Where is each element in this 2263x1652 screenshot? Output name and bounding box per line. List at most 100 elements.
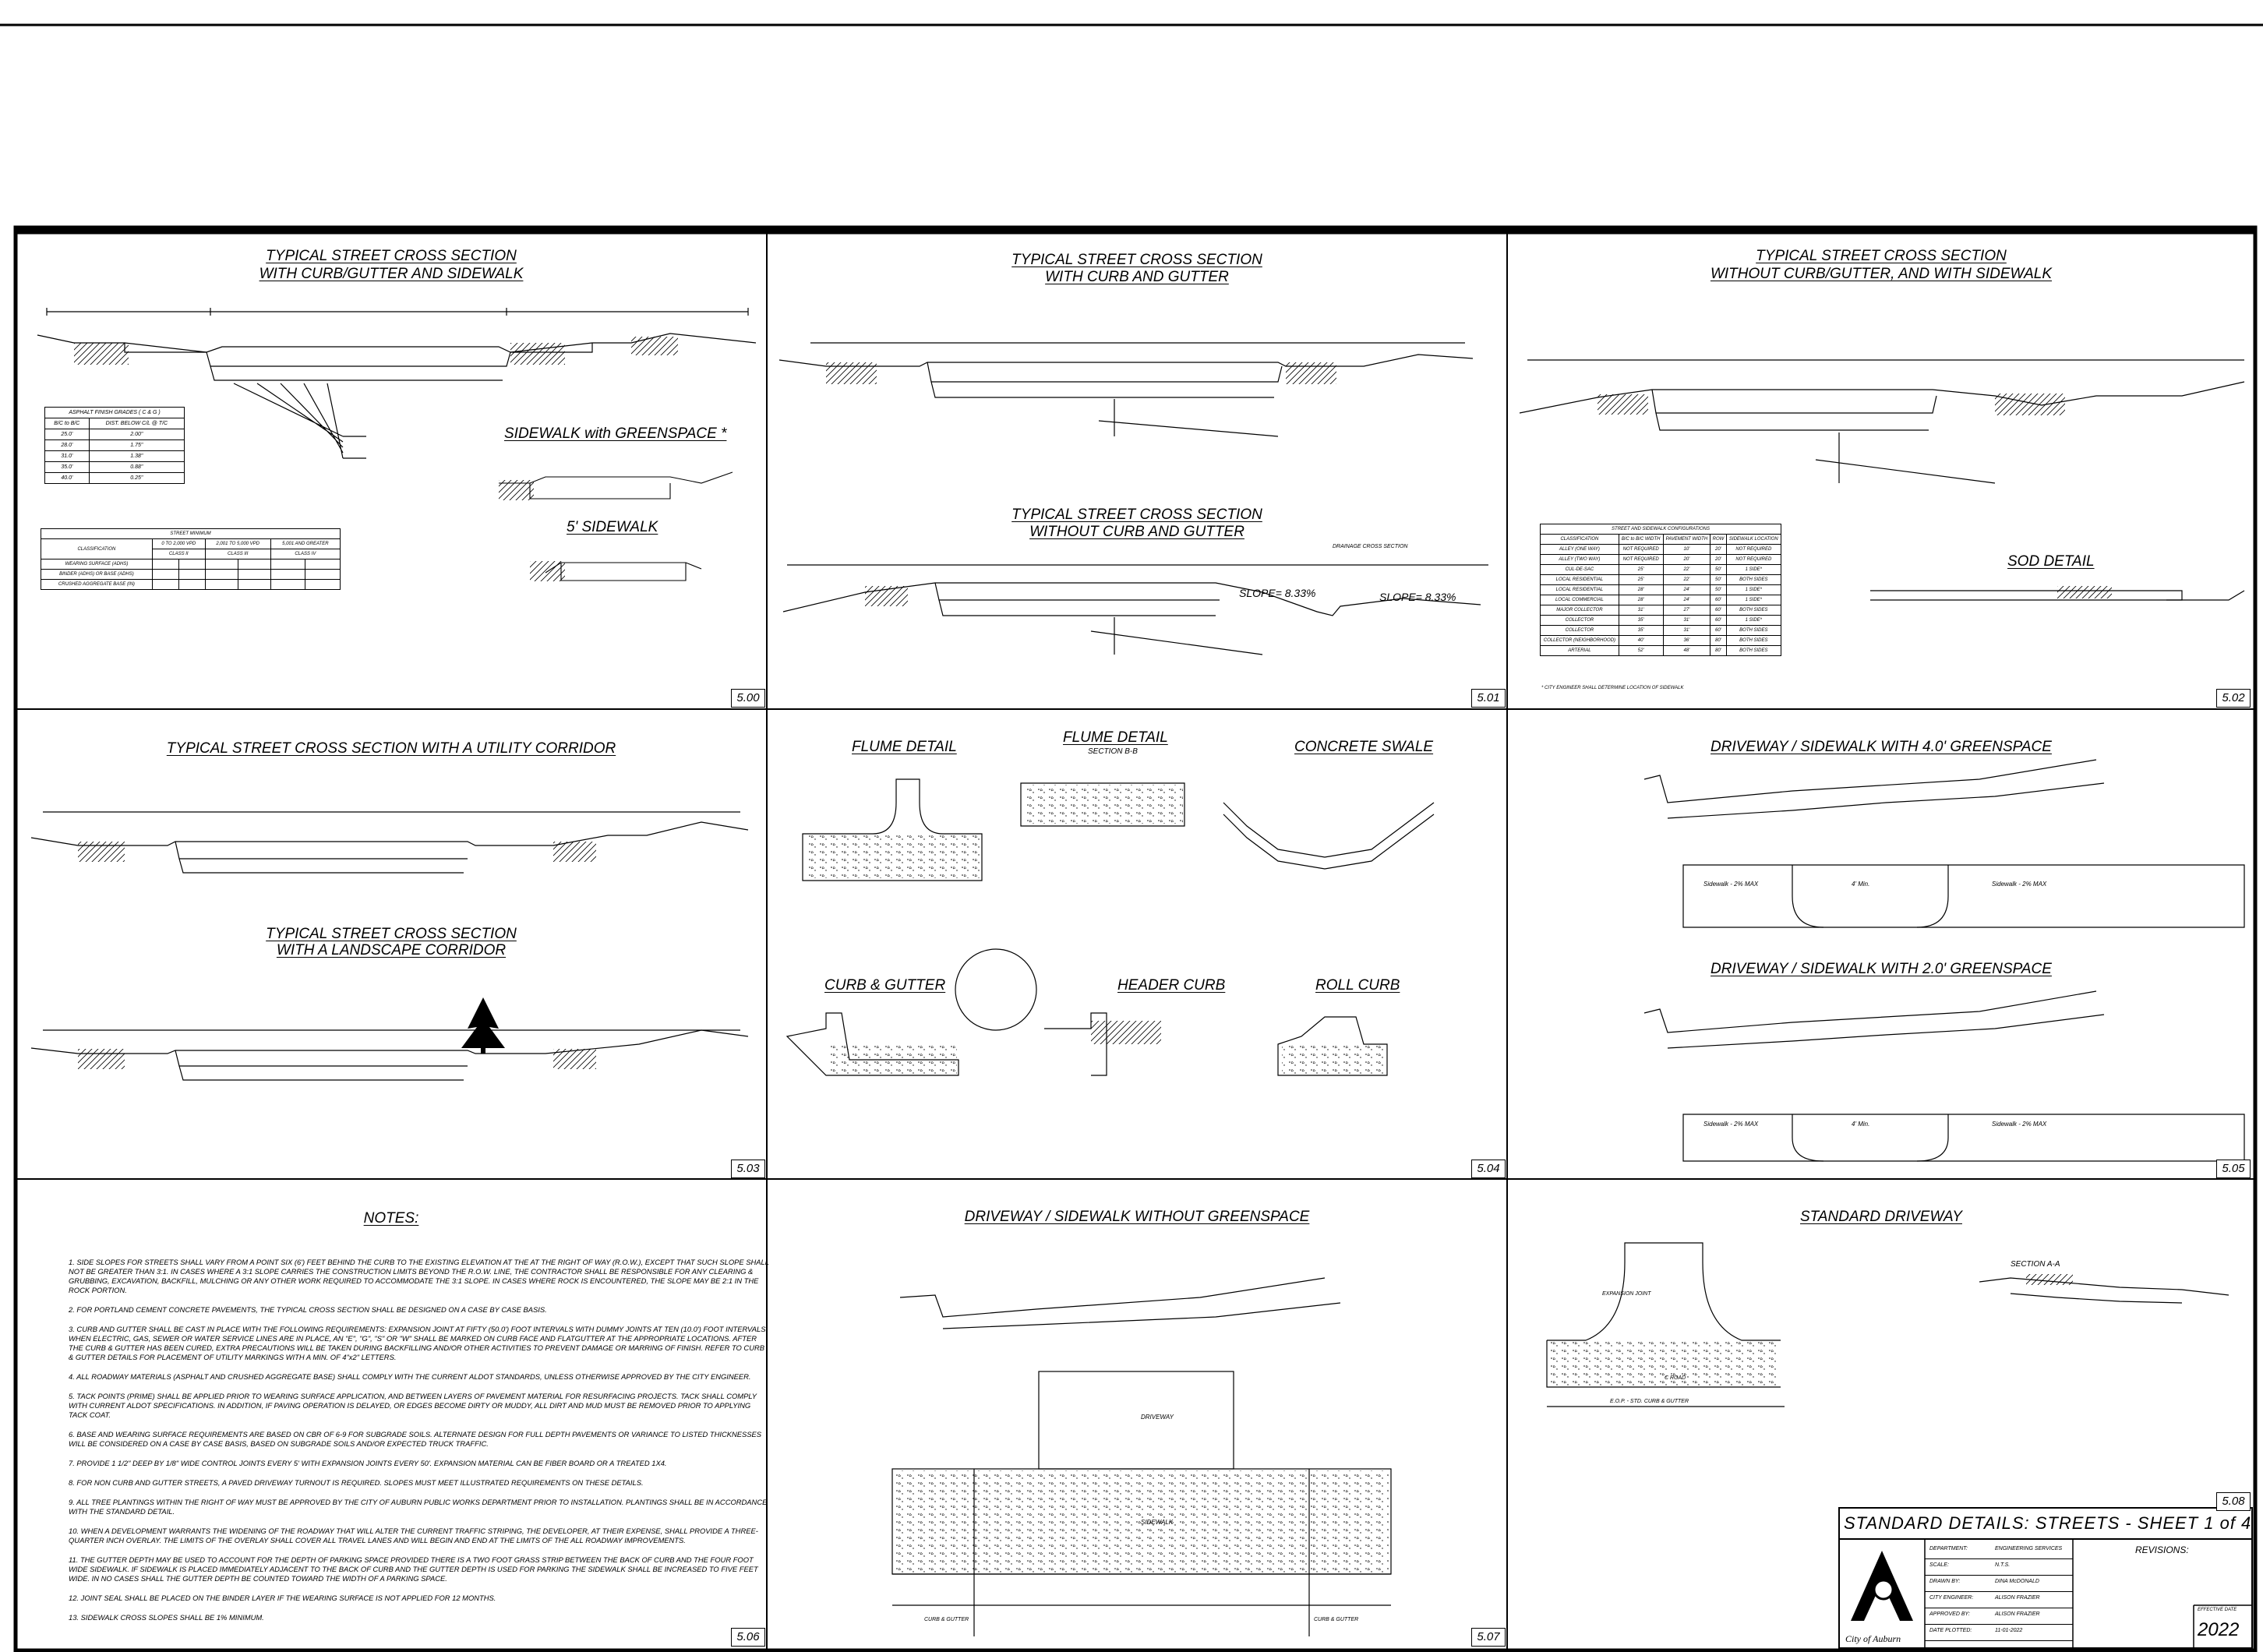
title-block-rule — [1925, 1640, 2073, 1641]
config-cell: ARTERIAL — [1540, 645, 1619, 656]
title-block-label: SCALE: — [1929, 1562, 1949, 1568]
sidewalk-greenspace-title: SIDEWALK with GREENSPACE * — [504, 425, 727, 442]
panel-5-01-title-2: WITH CURB AND GUTTER — [1045, 269, 1229, 285]
title-block-rule — [1925, 1591, 2073, 1592]
detail-number: 5.02 — [2216, 689, 2251, 708]
config-col: SIDEWALK LOCATION — [1725, 534, 1782, 545]
panel-5-01-title-1: TYPICAL STREET CROSS SECTION — [1011, 252, 1262, 268]
config-cell: COLLECTOR (NEIGHBORHOOD) — [1540, 635, 1619, 646]
config-cell: LOCAL RESIDENTIAL — [1540, 574, 1619, 585]
min-width-label: 4' Min. — [1852, 1121, 1870, 1128]
note-item: 4. ALL ROADWAY MATERIALS (ASPHALT AND CR… — [69, 1372, 751, 1381]
class-row-label: CRUSHED AGGREGATE BASE (IN) — [41, 579, 153, 590]
panel-5-01: TYPICAL STREET CROSS SECTION WITH CURB A… — [768, 234, 1506, 708]
config-cell: 1 SIDE* — [1725, 595, 1782, 605]
config-cell: 60' — [1710, 625, 1727, 636]
config-cell: BOTH SIDES — [1725, 605, 1782, 616]
finish-cell: 40.0' — [44, 472, 90, 484]
config-cell: 20' — [1710, 544, 1727, 555]
config-cell: 50' — [1710, 564, 1727, 575]
config-cell: 50' — [1710, 574, 1727, 585]
flume-detail-title: FLUME DETAIL — [852, 739, 957, 755]
title-block-rule — [1925, 1575, 2073, 1576]
panel-5-03-title-3: WITH A LANDSCAPE CORRIDOR — [276, 942, 507, 958]
note-item: 8. FOR NON CURB AND GUTTER STREETS, A PA… — [69, 1478, 644, 1487]
config-cell: BOTH SIDES — [1725, 574, 1782, 585]
config-cell: 60' — [1710, 595, 1727, 605]
title-block-label: DRAWN BY: — [1929, 1579, 1961, 1584]
panel-5-00: TYPICAL STREET CROSS SECTION WITH CURB/G… — [17, 234, 765, 708]
note-item: 6. BASE AND WEARING SURFACE REQUIREMENTS… — [69, 1430, 762, 1448]
title-block-label: APPROVED BY: — [1929, 1611, 1970, 1617]
sheet-title: STANDARD DETAILS: STREETS - SHEET 1 of 4 — [1844, 1513, 2252, 1533]
config-cell: 27' — [1662, 605, 1711, 616]
panel-5-04: FLUME DETAIL FLUME DETAIL SECTION B-B CO… — [768, 711, 1506, 1178]
sidewalk-slope-label: Sidewalk - 2% MAX — [1992, 881, 2047, 888]
panel-5-07-title: DRIVEWAY / SIDEWALK WITHOUT GREENSPACE — [964, 1209, 1310, 1225]
roll-curb-title: ROLL CURB — [1315, 977, 1400, 994]
note-item: 3. CURB AND GUTTER SHALL BE CAST IN PLAC… — [69, 1325, 768, 1361]
title-block-rule — [1925, 1624, 2073, 1625]
min-width-label: 4' Min. — [1852, 881, 1870, 888]
class-name: CLASS II — [151, 549, 206, 559]
panel-5-03-title-2: TYPICAL STREET CROSS SECTION — [266, 926, 517, 942]
panel-5-05: DRIVEWAY / SIDEWALK WITH 4.0' GREENSPACE… — [1509, 711, 2254, 1178]
sod-detail-title: SOD DETAIL — [2007, 553, 2095, 570]
class-table-classification: CLASSIFICATION — [41, 538, 153, 559]
note-item: 11. THE GUTTER DEPTH MAY BE USED TO ACCO… — [69, 1555, 758, 1583]
config-cell: 40' — [1618, 635, 1664, 646]
drainage-cross-section-label: DRAINAGE CROSS SECTION — [1333, 544, 1408, 549]
sidewalk-slope-label: Sidewalk - 2% MAX — [1992, 1121, 2047, 1128]
finish-cell: 1.75" — [88, 439, 185, 451]
curb-gutter-title: CURB & GUTTER — [824, 977, 946, 994]
config-cell: 35' — [1618, 615, 1664, 626]
config-cell: BOTH SIDES — [1725, 635, 1782, 646]
config-col: CLASSIFICATION — [1540, 534, 1619, 545]
config-cell: 31' — [1662, 615, 1711, 626]
config-cell: 80' — [1710, 635, 1727, 646]
note-item: 2. FOR PORTLAND CEMENT CONCRETE PAVEMENT… — [69, 1305, 547, 1314]
section-aa-label: SECTION A-A — [2011, 1260, 2060, 1269]
class-group: 0 TO 2,000 VPD — [151, 538, 206, 549]
finish-col: B/C to B/C — [44, 418, 90, 429]
config-cell: NOT REQUIRED — [1725, 544, 1782, 555]
title-block-value: 11-01-2022 — [1995, 1628, 2023, 1633]
config-cell: MAJOR COLLECTOR — [1540, 605, 1619, 616]
config-cell: 10' — [1662, 544, 1711, 555]
config-cell: 60' — [1710, 615, 1727, 626]
panel-5-03: TYPICAL STREET CROSS SECTION WITH A UTIL… — [17, 711, 765, 1178]
note-item: 10. WHEN A DEVELOPMENT WARRANTS THE WIDE… — [69, 1527, 758, 1544]
config-cell: 48' — [1662, 645, 1711, 656]
class-row-label: WEARING SURFACE (ADHS) — [41, 559, 153, 570]
panel-5-00-title-2: WITH CURB/GUTTER AND SIDEWALK — [259, 266, 524, 282]
config-cell: 60' — [1710, 605, 1727, 616]
config-cell: 20' — [1710, 554, 1727, 565]
panel-5-01-title-4: WITHOUT CURB AND GUTTER — [1029, 524, 1244, 540]
finish-cell: 0.25" — [88, 472, 185, 484]
config-cell: 24' — [1662, 595, 1711, 605]
note-item: 9. ALL TREE PLANTINGS WITHIN THE RIGHT O… — [69, 1498, 768, 1516]
note-item: 1. SIDE SLOPES FOR STREETS SHALL VARY FR… — [69, 1258, 769, 1294]
config-cell: 35' — [1618, 625, 1664, 636]
config-cell: 52' — [1618, 645, 1664, 656]
config-cell: 25' — [1618, 574, 1664, 585]
auburn-logo — [1851, 1551, 1913, 1621]
curb-gutter-label: CURB & GUTTER — [1314, 1617, 1359, 1622]
finish-cell: 0.88" — [88, 461, 185, 473]
config-col: PAVEMENT WIDTH — [1662, 534, 1711, 545]
org-name: City of Auburn — [1845, 1633, 1901, 1644]
finish-cell: 28.0' — [44, 439, 90, 451]
flume-detail-bb-title: FLUME DETAIL — [1063, 729, 1168, 746]
config-cell: LOCAL COMMERCIAL — [1540, 595, 1619, 605]
section-500-linework — [37, 308, 757, 459]
config-cell: 28' — [1618, 595, 1664, 605]
finish-table-header: ASPHALT FINISH GRADES ( C & G ) — [44, 407, 185, 418]
config-cell: 1 SIDE* — [1725, 564, 1782, 575]
config-cell: 28' — [1618, 584, 1664, 595]
